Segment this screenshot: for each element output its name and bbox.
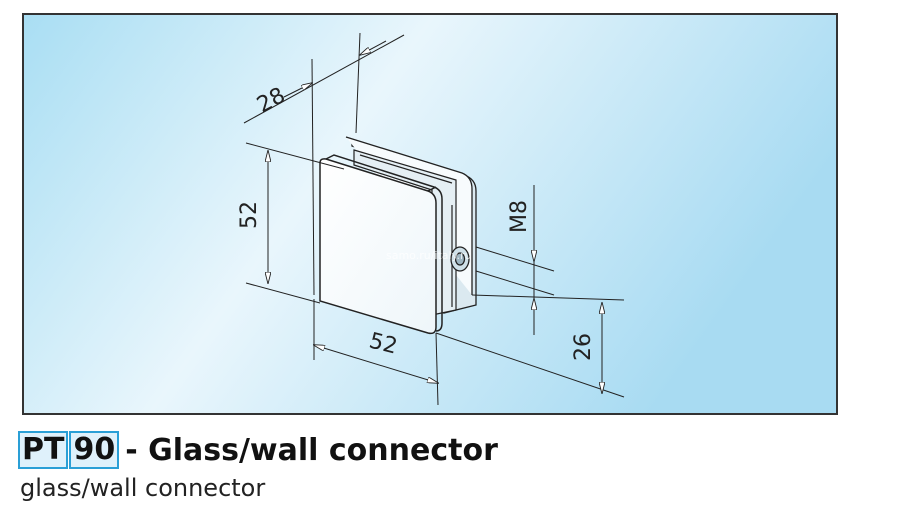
screw-icon	[450, 246, 470, 272]
product-code-number: 90	[69, 431, 120, 469]
product-code-prefix: PT	[18, 431, 69, 469]
product-subtitle: glass/wall connector	[20, 474, 266, 502]
technical-drawing: 28 52 52 M8 26 samo.ru/italy.ru	[24, 15, 836, 413]
product-title-row: PT 90 - Glass/wall connector	[18, 430, 498, 470]
drawing-panel: 28 52 52 M8 26 samo.ru/italy.ru	[22, 13, 838, 415]
front-plate	[319, 154, 443, 335]
dim-thread-label: M8	[507, 200, 532, 233]
watermark: samo.ru/italy.ru	[386, 249, 472, 262]
dim-offset-label: 26	[571, 333, 596, 361]
product-title: - Glass/wall connector	[125, 432, 498, 468]
dimension-arrows	[243, 34, 602, 393]
dim-height-label: 52	[237, 201, 262, 229]
